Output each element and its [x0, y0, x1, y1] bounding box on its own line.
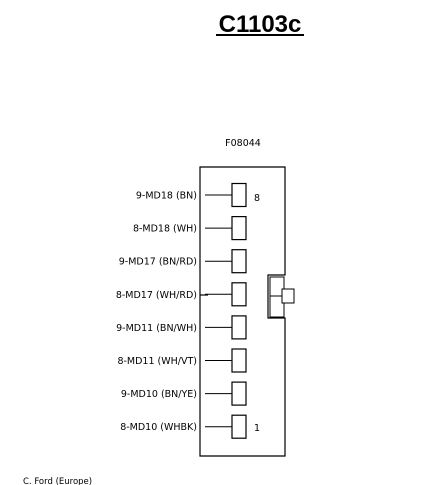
- pin-label: 8-MD10 (WHBK): [120, 422, 197, 433]
- pin-label: 9-MD17 (BN/RD): [119, 257, 197, 268]
- pin-cavity: [231, 315, 247, 340]
- pin-row: 9-MD17 (BN/RD): [119, 249, 247, 274]
- pin-number-top: 8: [254, 193, 260, 204]
- pin-cavity: [231, 216, 247, 241]
- pin-label: 9-MD18 (BN): [136, 191, 197, 202]
- connector-title: C1103c: [219, 11, 302, 38]
- pin-cavity: [231, 414, 247, 439]
- pin-row: 8-MD18 (WH): [133, 216, 247, 241]
- connector-body: [199, 166, 286, 457]
- pins-group: 9-MD18 (BN) 8-MD18 (WH) 9-MD17 (BN/RD) 8-MD…: [116, 182, 247, 439]
- pin-row: 9-MD18 (BN): [136, 182, 247, 208]
- pin-cavity: [231, 348, 247, 373]
- pin-row: 8-MD17 (WH/RD): [116, 282, 247, 307]
- pin-row: 8-MD10 (WHBK): [120, 414, 247, 439]
- pin-row: 8-MD11 (WH/VT): [117, 348, 247, 373]
- connector-latch: [269, 276, 295, 318]
- pin-cavity: [231, 249, 247, 274]
- pin-label: 9-MD11 (BN/WH): [116, 323, 197, 334]
- pin-cavity: [231, 282, 247, 307]
- pin-row: 9-MD10 (BN/YE): [121, 381, 247, 406]
- pin-label: 8-MD17 (WH/RD): [116, 290, 197, 301]
- pin-label: 9-MD10 (BN/YE): [121, 389, 197, 400]
- pin-number-bottom: 1: [254, 423, 260, 434]
- pin-label: 8-MD11 (WH/VT): [117, 356, 197, 367]
- part-number: F08044: [225, 138, 261, 149]
- pin-cavity: [231, 381, 247, 406]
- pin-row: 9-MD11 (BN/WH): [116, 315, 247, 340]
- pin-cavity: [231, 182, 247, 208]
- copyright-text: C. Ford (Europe): [23, 477, 92, 485]
- pin-label: 8-MD18 (WH): [133, 224, 197, 235]
